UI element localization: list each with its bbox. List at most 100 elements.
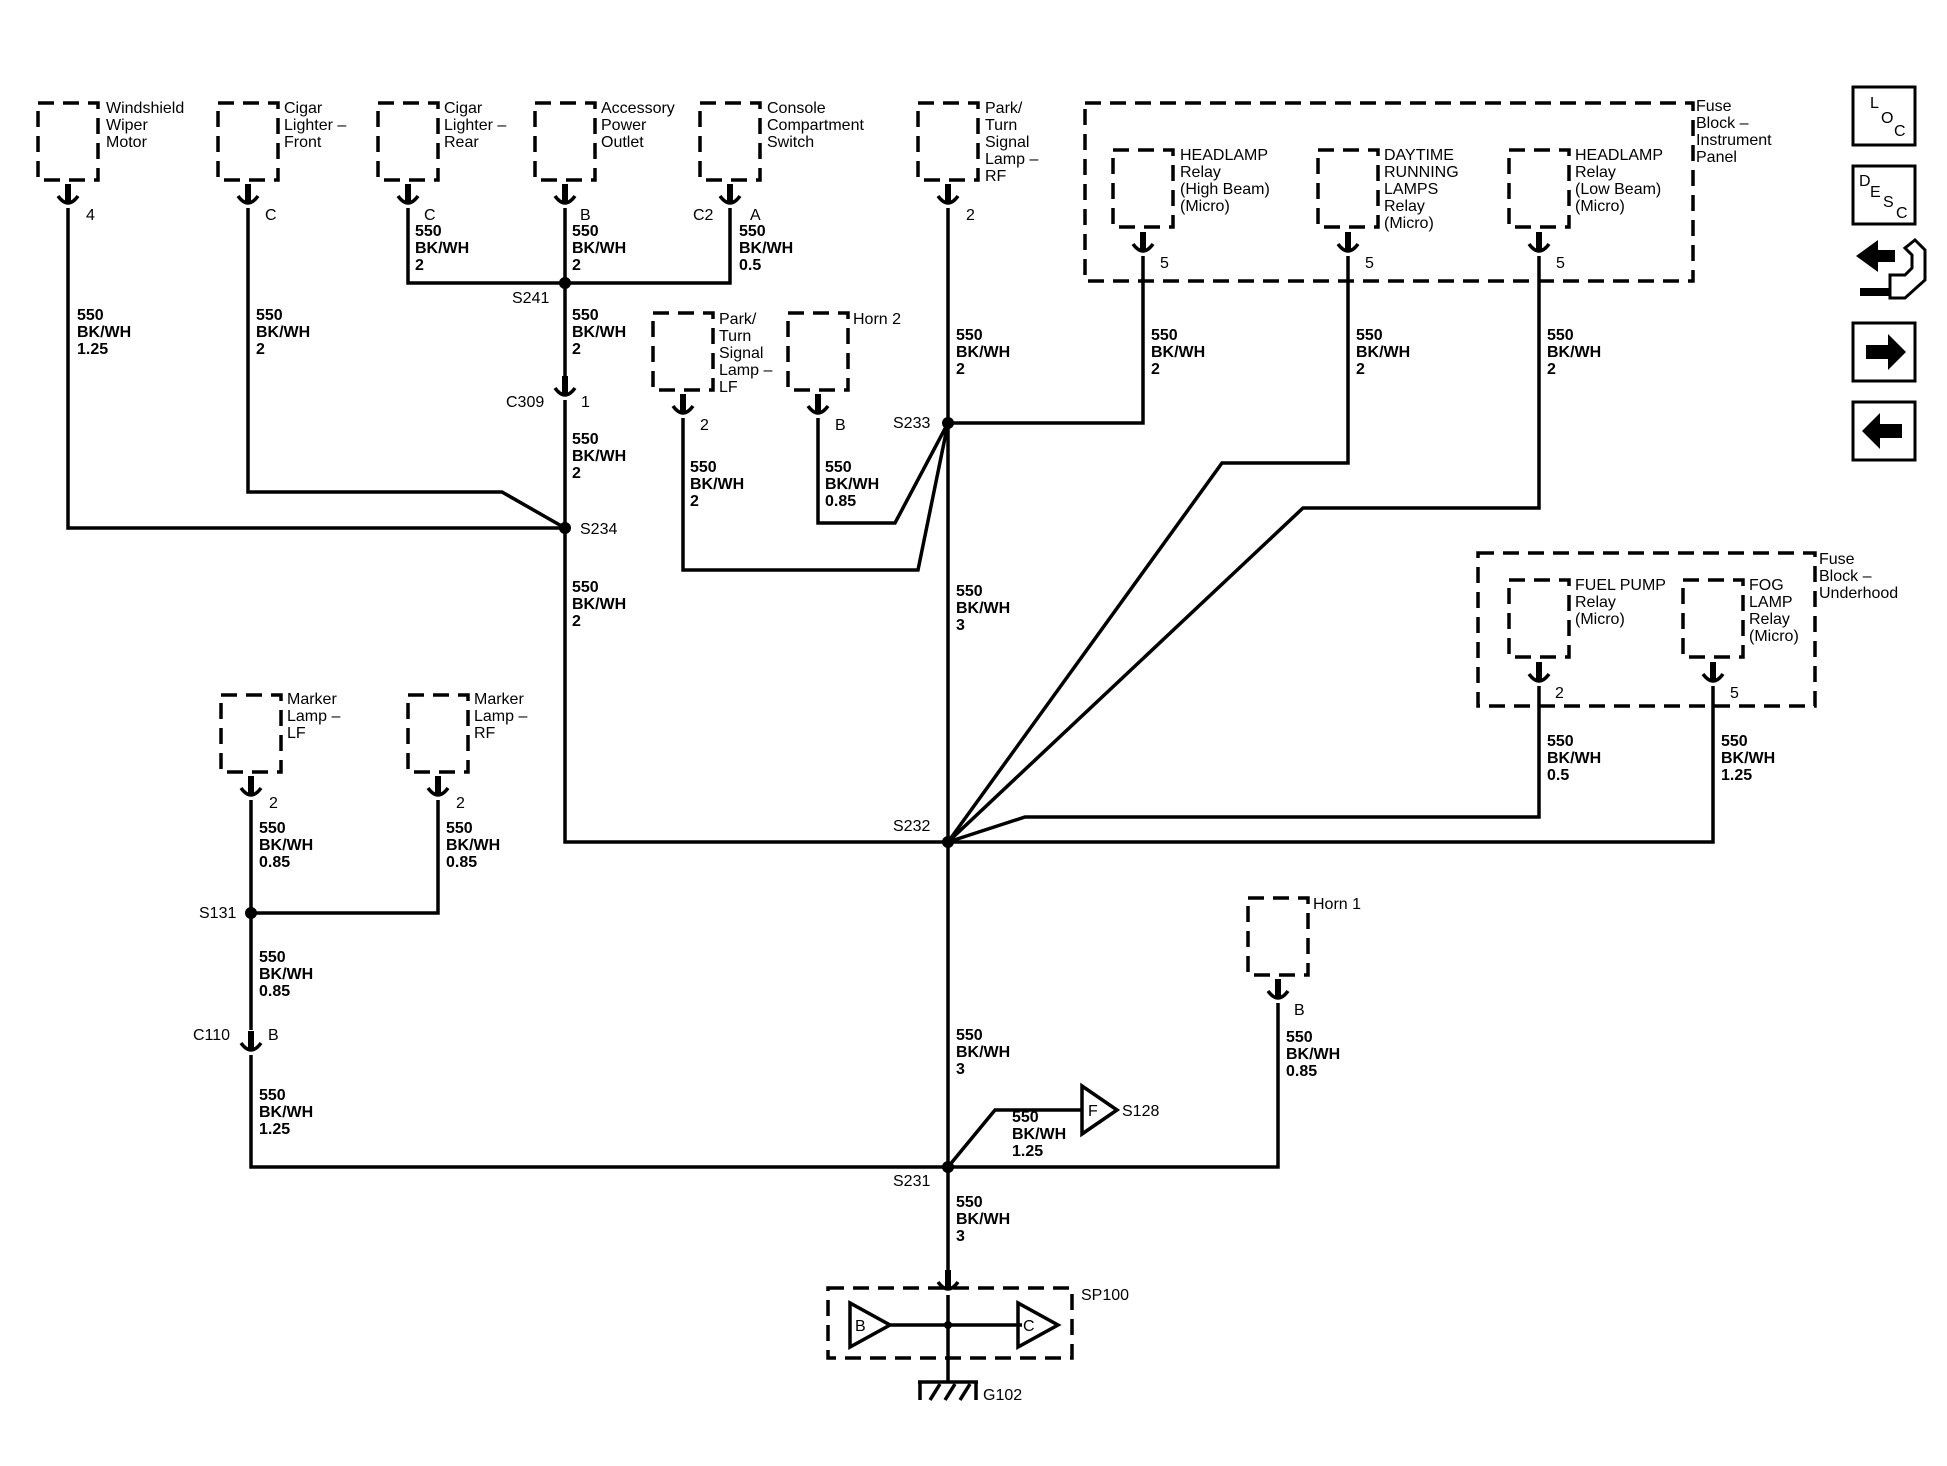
wire-s128 — [946, 1108, 1082, 1169]
wire-label-hl-high-line-0: 550 — [1151, 327, 1178, 344]
wire-label-cigar-front-line-1: BK/WH — [256, 324, 310, 341]
prev-button[interactable] — [1851, 400, 1917, 462]
marker-lf-label-line-1: Lamp – — [287, 708, 340, 725]
wiper-motor-label-line-1: Wiper — [106, 117, 148, 134]
wire-label-s233-s232-line-0: 550 — [956, 583, 983, 600]
wire-label-hl-high-line-1: BK/WH — [1151, 344, 1205, 361]
wire-label-wiper-line-2: 1.25 — [77, 341, 108, 358]
wire-label-cigar-rear-line-0: 550 — [415, 223, 442, 240]
park-turn-rf-label-line-1: Turn — [985, 117, 1017, 134]
splice-s131 — [245, 907, 257, 919]
pin-label-wiper: 4 — [86, 207, 95, 224]
wire-label-horn1-line-1: BK/WH — [1286, 1046, 1340, 1063]
fog-relay-label-line-1: LAMP — [1749, 594, 1793, 611]
arrow-left-icon — [1862, 413, 1902, 449]
pin-drl — [1336, 232, 1360, 253]
wire-hl-low — [946, 256, 1541, 844]
desc-icon[interactable] — [1851, 164, 1917, 226]
pin-cigar-rear — [396, 184, 420, 205]
wire-label-drl-line-0: 550 — [1356, 327, 1383, 344]
wire-hl-high — [948, 256, 1145, 425]
pin-hl-low — [1527, 232, 1551, 253]
splice-s241 — [559, 277, 571, 289]
wire-cigar-front — [246, 208, 566, 530]
fog-relay-label-line-0: FOG — [1749, 577, 1784, 594]
wire-label-horn2-line-1: BK/WH — [825, 476, 879, 493]
fuse-block-uh-box — [1476, 551, 1817, 708]
wire-label-rf-lamp-line-1: BK/WH — [956, 344, 1010, 361]
connector-button[interactable] — [1856, 237, 1927, 300]
loc-button[interactable]: L O C — [1851, 85, 1917, 147]
next-button[interactable] — [1851, 321, 1917, 383]
wiper-motor-box — [36, 101, 100, 182]
wire-label-marker-rf-line-0: 550 — [446, 820, 473, 837]
wire-label-horn1-line-2: 0.85 — [1286, 1063, 1317, 1080]
wiper-motor-label-line-2: Motor — [106, 134, 148, 151]
fuse-block-uh-label-line-1: Block – — [1819, 568, 1872, 585]
wire-label-c309-s234-line-2: 2 — [572, 465, 581, 482]
pin-park-turn-rf — [936, 184, 960, 205]
wire-label-wiper-line-1: BK/WH — [77, 324, 131, 341]
pin-label-hl-low: 5 — [1556, 255, 1565, 272]
desc-button[interactable]: D E S C — [1851, 164, 1917, 226]
pin-cigar-front — [236, 184, 260, 205]
splice-s232-label: S232 — [893, 818, 930, 835]
marker-lf-label-line-2: LF — [287, 725, 306, 742]
sp100-tri-b — [848, 1300, 894, 1350]
pin-label-console-c2: C2 — [693, 207, 714, 224]
wire-label-cigar-front-line-2: 2 — [256, 341, 265, 358]
nav-buttons: L O C D E S C — [1851, 85, 1927, 462]
wire-s234-s232 — [563, 528, 948, 844]
wire-fog — [948, 686, 1715, 844]
connector-pins — [56, 184, 1725, 1291]
cigar-rear-label-line-2: Rear — [444, 134, 479, 151]
headlamp-high-label-line-1: Relay — [1180, 164, 1221, 181]
wire-label-s232-s231-line-0: 550 — [956, 1027, 983, 1044]
wire-label-fuel-line-1: BK/WH — [1547, 750, 1601, 767]
horn1-box — [1246, 896, 1310, 977]
drl-relay-label-line-4: (Micro) — [1384, 215, 1434, 232]
park-turn-rf-label-line-2: Signal — [985, 134, 1029, 151]
wire-label-hl-low-line-1: BK/WH — [1547, 344, 1601, 361]
wire-label-s233-s232-line-2: 3 — [956, 617, 965, 634]
connector-icon[interactable] — [1856, 237, 1927, 300]
pin-fog — [1701, 662, 1725, 683]
wire-label-marker-lf-line-2: 0.85 — [259, 854, 290, 871]
fog-relay-label-line-3: (Micro) — [1749, 628, 1799, 645]
park-turn-rf-label-line-4: RF — [985, 168, 1007, 185]
headlamp-low-label-line-0: HEADLAMP — [1575, 147, 1663, 164]
wire-marker-rf — [251, 800, 440, 915]
marker-rf-label-line-1: Lamp – — [474, 708, 527, 725]
headlamp-high-label-line-0: HEADLAMP — [1180, 147, 1268, 164]
wire-label-outlet-line-0: 550 — [572, 223, 599, 240]
desc-letter-d: D — [1859, 173, 1871, 190]
wire-label-cigar-rear-line-1: BK/WH — [415, 240, 469, 257]
wire-label-s234-s232-line-1: BK/WH — [572, 596, 626, 613]
marker-rf-box — [406, 693, 470, 774]
headlamp-low-label-line-3: (Micro) — [1575, 198, 1625, 215]
marker-rf-label-line-2: RF — [474, 725, 496, 742]
pin-label-sp100-c: C — [1023, 1318, 1035, 1335]
wiper-motor-label-line-0: Windshield — [106, 100, 184, 117]
desc-letter-s: S — [1883, 194, 1894, 211]
connector-c309-label: C309 — [506, 394, 544, 411]
wire-label-marker-rf-line-2: 0.85 — [446, 854, 477, 871]
wire-label-console-line-2: 0.5 — [739, 257, 761, 274]
s128-tri — [1080, 1082, 1121, 1138]
fuel-pump-relay-box — [1507, 578, 1571, 659]
wire-label-cigar-front-line-0: 550 — [256, 307, 283, 324]
wire-label-s233-s232-line-1: BK/WH — [956, 600, 1010, 617]
pin-label-s128-f: F — [1088, 1103, 1098, 1120]
park-turn-lf-label-line-0: Park/ — [719, 311, 757, 328]
wire-label-outlet-line-2: 2 — [572, 257, 581, 274]
headlamp-low-box — [1507, 148, 1571, 229]
wire-label-fuel-line-0: 550 — [1547, 733, 1574, 750]
cigar-front-label-line-2: Front — [284, 134, 322, 151]
loc-icon[interactable] — [1851, 85, 1917, 147]
headlamp-low-label-line-2: (Low Beam) — [1575, 181, 1661, 198]
wire-label-cigar-rear-line-2: 2 — [415, 257, 424, 274]
park-turn-rf-label-line-3: Lamp – — [985, 151, 1038, 168]
wire-label-rf-lamp-line-0: 550 — [956, 327, 983, 344]
fuse-block-ip-label-line-3: Panel — [1696, 149, 1737, 166]
fuse-block-ip-label-line-0: Fuse — [1696, 98, 1732, 115]
